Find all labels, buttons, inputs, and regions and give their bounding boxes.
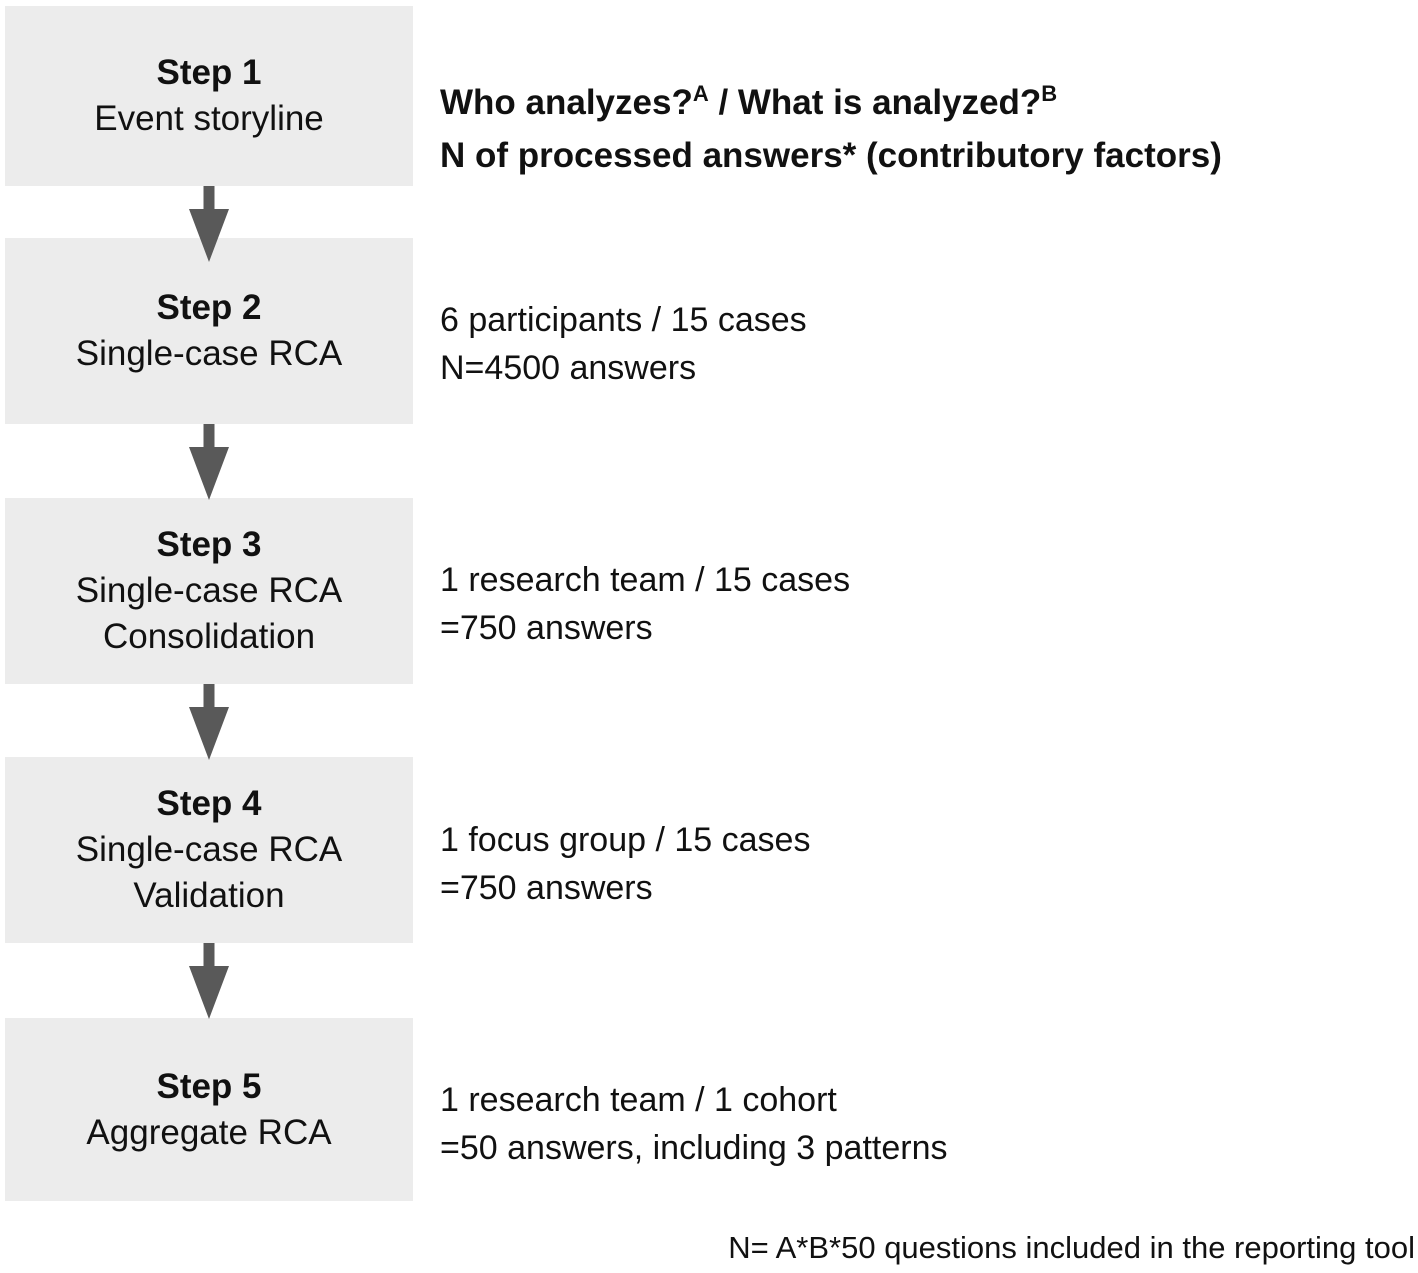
down-arrow-icon	[189, 424, 229, 500]
column-header: Who analyzes?A / What is analyzed?B N of…	[440, 78, 1405, 180]
step-4-subtitle-line2: Validation	[133, 876, 285, 915]
step-5-box: Step 5 Aggregate RCA	[5, 1018, 413, 1201]
step-2-detail: 6 participants / 15 cases N=4500 answers	[440, 296, 1400, 392]
step-1-title: Step 1	[156, 53, 262, 92]
step-5-detail-line1: 1 research team / 1 cohort	[440, 1081, 837, 1119]
step-5-detail: 1 research team / 1 cohort =50 answers, …	[440, 1076, 1400, 1172]
step-3-detail-line2: =750 answers	[440, 609, 653, 647]
down-arrow-icon	[189, 684, 229, 760]
step-4-title: Step 4	[156, 784, 262, 823]
step-2-detail-line1: 6 participants / 15 cases	[440, 301, 807, 339]
header-question-what: / What is analyzed?	[708, 83, 1042, 122]
step-3-detail: 1 research team / 15 cases =750 answers	[440, 556, 1400, 652]
step-5-subtitle: Aggregate RCA	[86, 1112, 332, 1152]
step-2-detail-line2: N=4500 answers	[440, 349, 697, 387]
step-3-title: Step 3	[156, 525, 262, 564]
step-4-detail: 1 focus group / 15 cases =750 answers	[440, 816, 1400, 912]
step-4-detail-line1: 1 focus group / 15 cases	[440, 821, 811, 859]
step-3-subtitle-line2: Consolidation	[102, 617, 316, 656]
step-4-detail-line2: =750 answers	[440, 869, 653, 907]
superscript-b: B	[1041, 81, 1058, 106]
down-arrow-icon	[189, 943, 229, 1019]
step-4-subtitle: Single-case RCA	[75, 830, 343, 869]
step-3-subtitle: Single-case RCA	[75, 571, 343, 610]
step-2-title: Step 2	[156, 288, 262, 327]
step-4-box: Step 4 Single-case RCA Validation	[5, 757, 413, 943]
step-3-box: Step 3 Single-case RCA Consolidation	[5, 498, 413, 684]
step-1-box: Step 1 Event storyline	[5, 6, 413, 186]
column-header-line1: Who analyzes?A / What is analyzed?B	[440, 78, 1405, 131]
step-5-title: Step 5	[156, 1066, 262, 1106]
superscript-a: A	[692, 81, 709, 106]
step-1-subtitle: Event storyline	[94, 99, 324, 138]
step-5-detail-line2: =50 answers, including 3 patterns	[440, 1129, 948, 1167]
step-2-subtitle: Single-case RCA	[75, 334, 343, 373]
header-question-who: Who analyzes?	[440, 83, 693, 122]
step-2-box: Step 2 Single-case RCA	[5, 238, 413, 424]
down-arrow-icon	[189, 186, 229, 262]
column-header-line2: N of processed answers* (contributory fa…	[440, 136, 1222, 175]
footnote: N= A*B*50 questions included in the repo…	[728, 1230, 1415, 1265]
step-3-detail-line1: 1 research team / 15 cases	[440, 561, 851, 599]
